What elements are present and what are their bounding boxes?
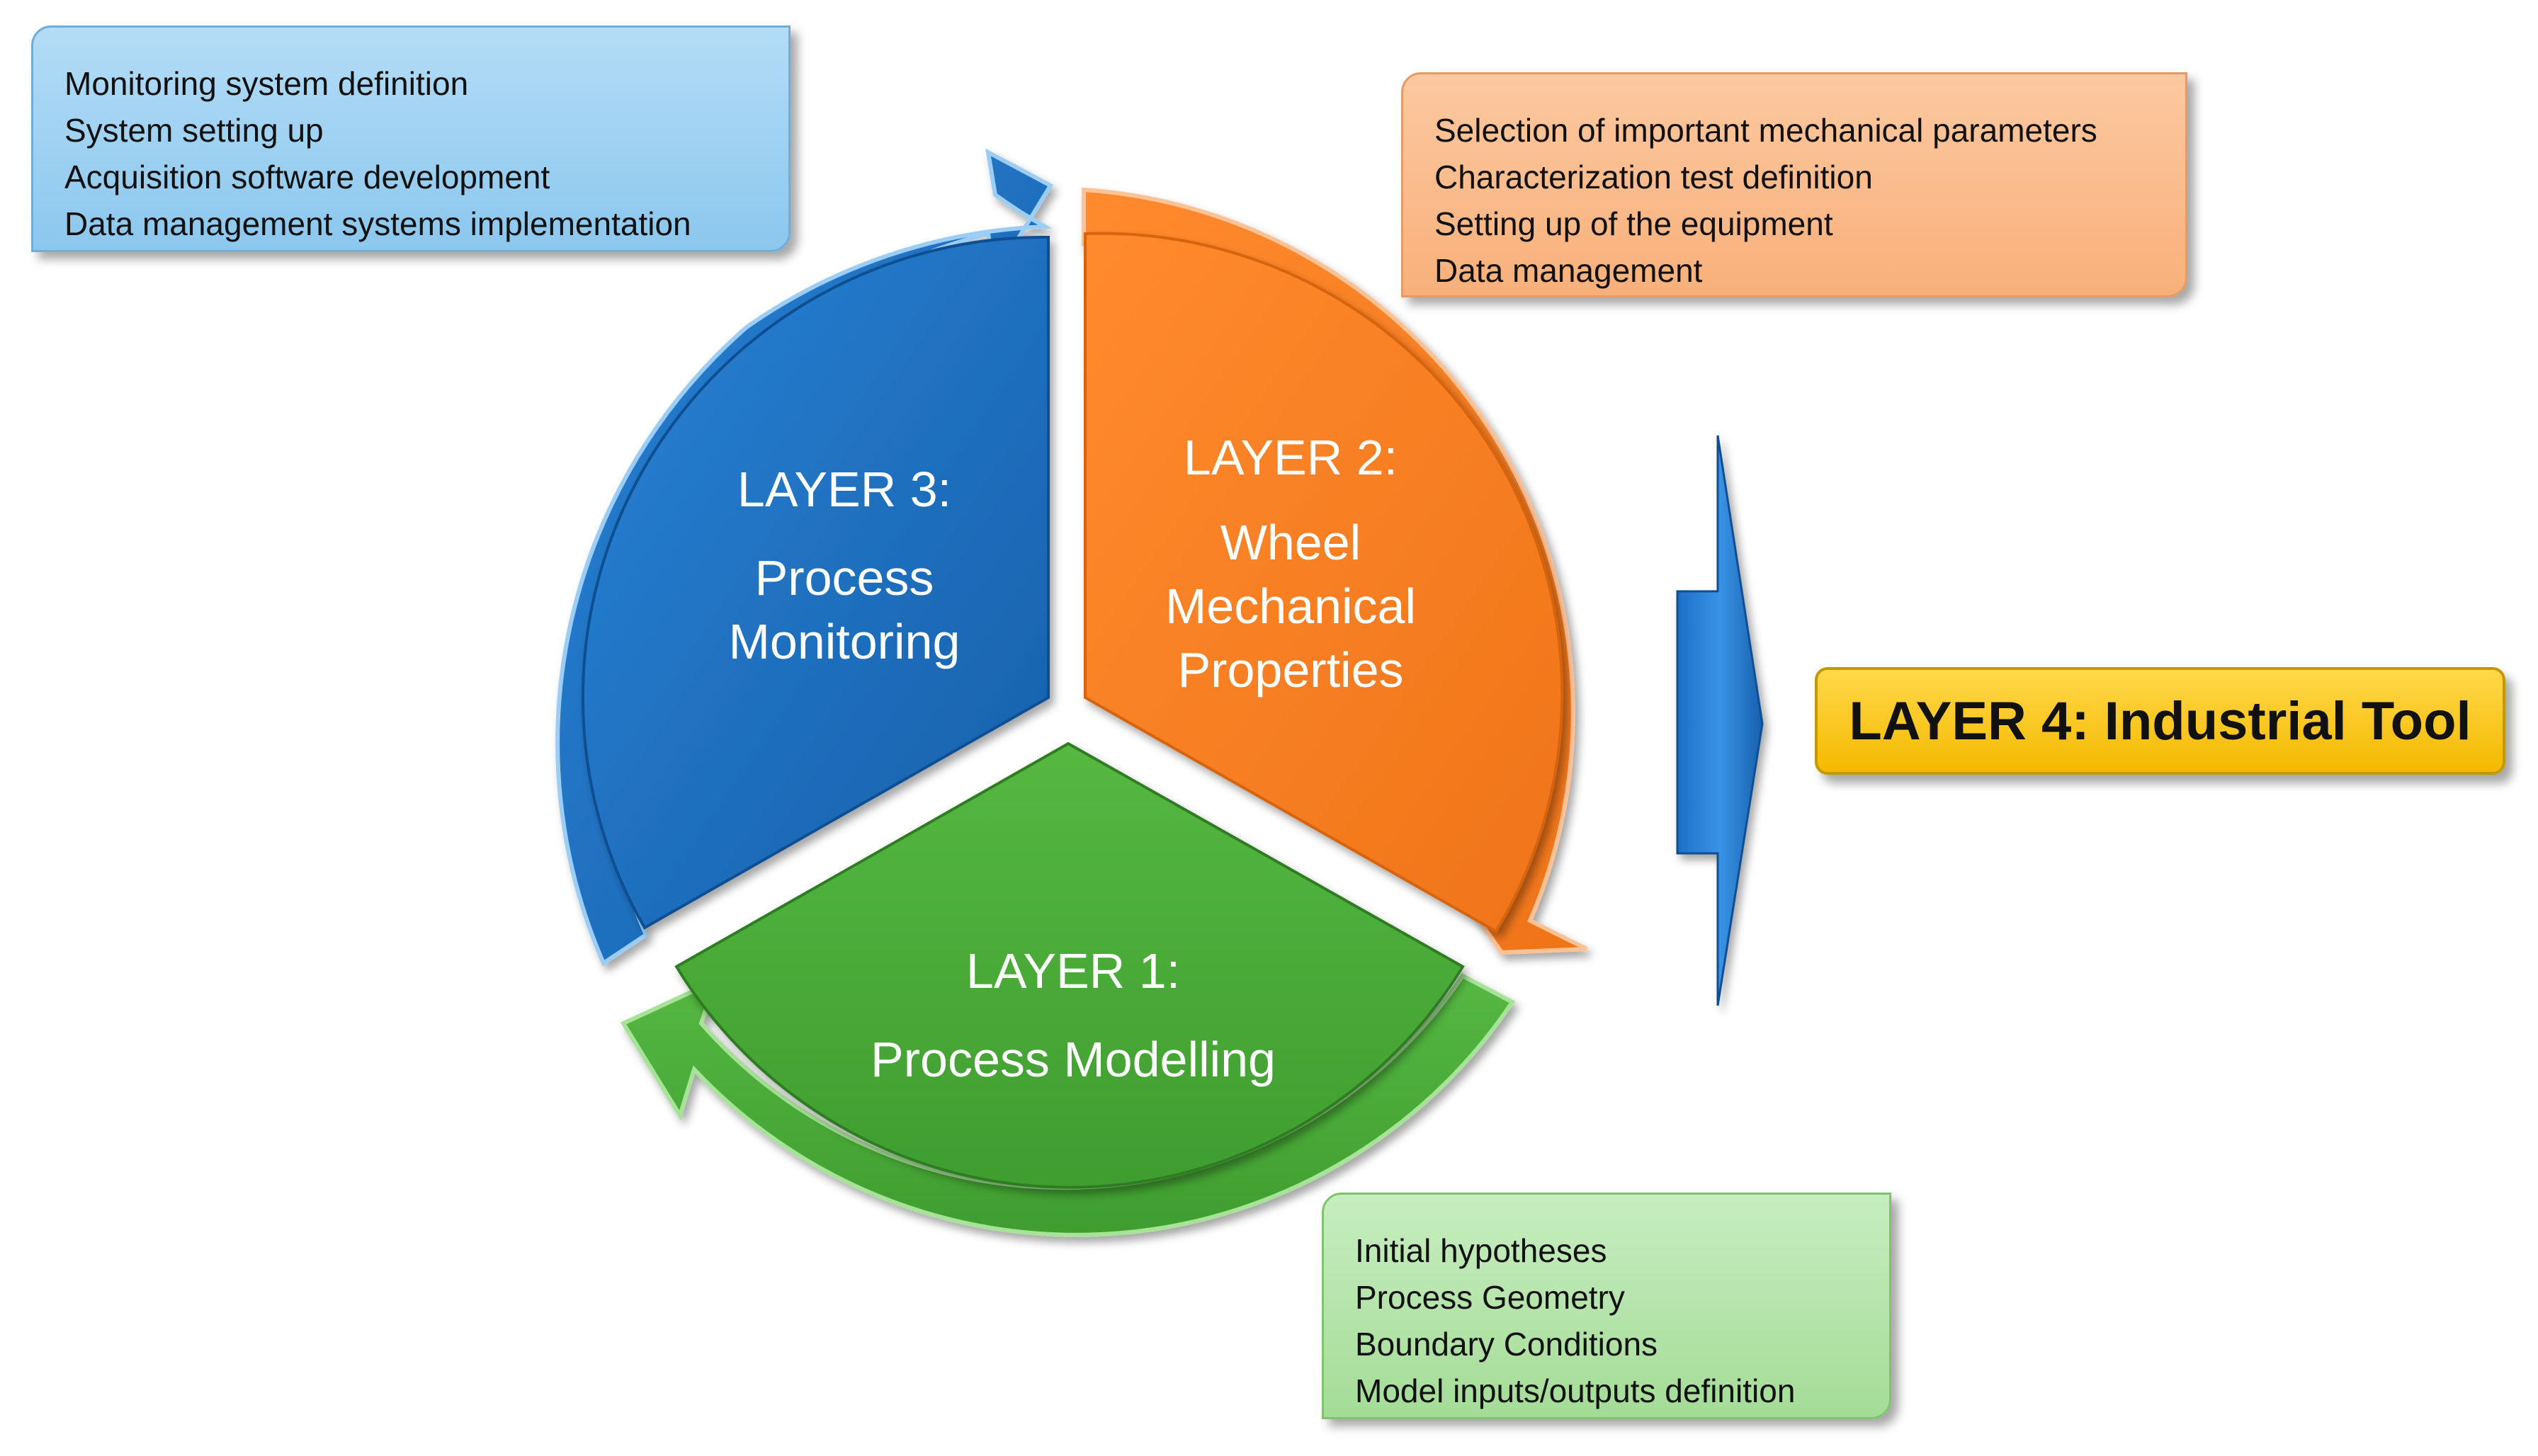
note-item: Model inputs/outputs definition	[1355, 1372, 1796, 1409]
layer2-segment	[1084, 232, 1564, 933]
note-item: Data management systems implementation	[64, 205, 691, 242]
layer1-title: LAYER 1:	[966, 943, 1180, 999]
layer3-segment	[581, 235, 1050, 930]
note-item: Selection of important mechanical parame…	[1434, 112, 2097, 149]
note-item: Monitoring system definition	[64, 65, 469, 102]
layer3-name-line2: Monitoring	[729, 614, 961, 669]
note-item: Process Geometry	[1355, 1279, 1625, 1316]
layer1-segment	[674, 741, 1465, 1189]
layer3-title: LAYER 3:	[737, 462, 951, 517]
layer1-name-line1: Process Modelling	[871, 1032, 1276, 1087]
layer3-tasks-note: Monitoring system definition System sett…	[31, 25, 791, 252]
note-item: Initial hypotheses	[1355, 1232, 1607, 1269]
layer4-box: LAYER 4: Industrial Tool	[1815, 667, 2505, 775]
note-item: Boundary Conditions	[1355, 1326, 1658, 1363]
layer1-tasks-note: Initial hypotheses Process Geometry Boun…	[1322, 1193, 1891, 1419]
note-item: Characterization test definition	[1434, 159, 1873, 195]
note-item: Data management	[1434, 252, 1703, 289]
layer2-name-line2: Mechanical	[1165, 579, 1416, 634]
layer2-title: LAYER 2:	[1184, 430, 1398, 485]
note-item: Setting up of the equipment	[1434, 205, 1833, 242]
layer3-name-line1: Process	[755, 550, 934, 605]
layer4-label: LAYER 4: Industrial Tool	[1849, 690, 2471, 751]
note-item: Acquisition software development	[64, 159, 550, 195]
to-layer4-arrow	[1676, 435, 1764, 1006]
layer2-name-line3: Properties	[1177, 642, 1403, 698]
layer2-name-line1: Wheel	[1220, 515, 1361, 570]
note-item: System setting up	[64, 112, 324, 149]
layer2-tasks-note: Selection of important mechanical parame…	[1401, 72, 2187, 297]
